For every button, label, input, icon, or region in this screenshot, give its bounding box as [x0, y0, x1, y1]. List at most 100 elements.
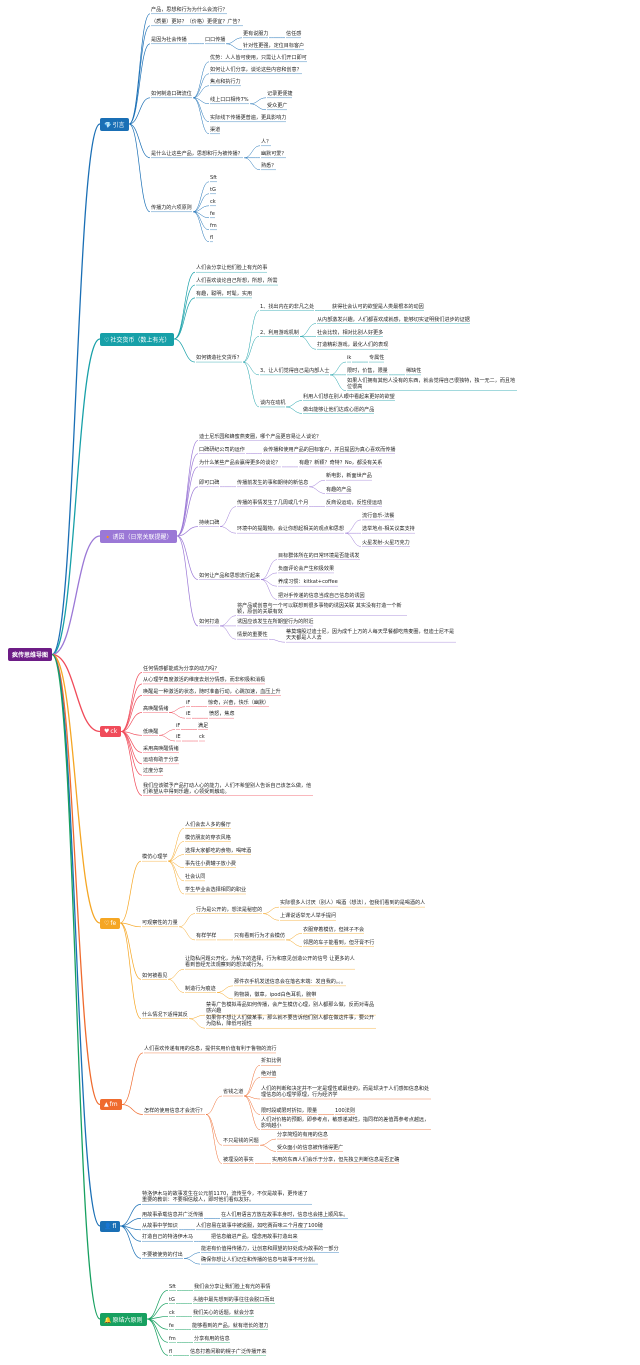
- subtopic-node[interactable]: 被埋没的事实: [223, 1156, 254, 1163]
- subtopic-node[interactable]: fe: [210, 211, 215, 217]
- subtopic-node[interactable]: 行为是公开的，想法是秘密的: [196, 906, 263, 913]
- branch-b5[interactable]: ♡fe: [100, 917, 121, 929]
- subtopic-node[interactable]: 衣服穿着模仿，但袜子不会: [303, 926, 365, 933]
- subtopic-node[interactable]: 折扣比例: [261, 1058, 282, 1065]
- subtopic-node[interactable]: iE: [176, 734, 181, 741]
- subtopic-node[interactable]: 让隐私问题公开化，为私下的选择，行为和意见创造公开的信号 让更多的人看到曾经无法…: [185, 956, 355, 969]
- subtopic-node[interactable]: 100法则: [335, 1107, 355, 1114]
- subtopic-node[interactable]: 愤怒，焦虑: [209, 711, 235, 718]
- subtopic-node[interactable]: 目标群体所在的日常环境是否能诱发: [278, 552, 360, 559]
- branch-b7[interactable]: 👤fl: [100, 1220, 121, 1232]
- subtopic-node[interactable]: 在人们用语言方放在故事本身时，信息也会搭上顺风车。: [221, 1211, 349, 1218]
- subtopic-node[interactable]: 实际线下传播更普遍，更具影响力: [210, 115, 287, 121]
- subtopic-node[interactable]: 人们会去人多的餐厅: [185, 821, 231, 828]
- topic-node[interactable]: 产品，思想和行为为什么会流行？: [151, 7, 228, 13]
- topic-node[interactable]: 如何被看见: [142, 972, 168, 979]
- subtopic-node[interactable]: 专属性: [369, 355, 385, 362]
- topic-node[interactable]: fl: [169, 1348, 173, 1355]
- subtopic-node[interactable]: 环境中的提醒物，会让你想起相关的观点和思想: [237, 526, 344, 533]
- topic-node[interactable]: 如何铸造社交货币？: [196, 355, 242, 362]
- subtopic-node[interactable]: 1、找出内在的非凡之处: [260, 303, 315, 310]
- topic-node[interactable]: 特洛伊木马的故事发生在公元前1170，流传至今，不仅是故事，更传递了重要的教训：…: [142, 1191, 308, 1204]
- subtopic-node[interactable]: 新电影，新面世产品: [326, 473, 372, 480]
- subtopic-node[interactable]: iE: [186, 711, 191, 718]
- subtopic-node[interactable]: 选择大家都吃的食物，喝啤酒: [185, 847, 252, 854]
- topic-node[interactable]: 从故事中学知识: [142, 1223, 178, 1229]
- topic-node[interactable]: 从心理学角度激活的维度去划分情感，而非积极和消极: [143, 677, 266, 684]
- topic-node[interactable]: 高唤醒情绪: [143, 705, 169, 712]
- topic-node[interactable]: 模仿心理学: [142, 854, 168, 861]
- subtopic-node[interactable]: 诱因应该发生在所期望行为的附近: [237, 619, 314, 626]
- subtopic-node[interactable]: 传播的事情发生了几周或几个月: [237, 499, 309, 506]
- subtopic-node[interactable]: 蒂莫瑞股过迪士尼，因为成千上万的人每天早餐都吃燕麦圈，但迪士尼不是天天都是人人去: [286, 629, 455, 642]
- subtopic-node[interactable]: 社会认同: [185, 874, 206, 881]
- topic-node[interactable]: 传播力的六项原则: [151, 205, 192, 211]
- subtopic-node[interactable]: 我们会分享让我们脸上有光的事情: [194, 1283, 271, 1290]
- topic-node[interactable]: 迪士尼乐园和蜂蜜燕麦圈，哪个产品更容易让人谈论？: [199, 433, 322, 440]
- subtopic-node[interactable]: 社会比较，相对比别人好更多: [317, 329, 384, 336]
- branch-b3[interactable]: 🔸诱因（日常关联提醒）: [100, 529, 177, 543]
- subtopic-node[interactable]: 线上口口相传7%: [210, 97, 249, 103]
- subtopic-node[interactable]: 稀缺性: [406, 368, 422, 375]
- topic-node[interactable]: 如何制造口碑流位: [151, 91, 192, 97]
- topic-node[interactable]: 人们喜欢传递有用的信息，提供实用价值有利于鲁物的流行: [144, 1046, 277, 1053]
- subtopic-node[interactable]: 限时，价售，限量: [347, 368, 388, 375]
- subtopic-node[interactable]: iF: [176, 722, 181, 729]
- topic-node[interactable]: 是什么让这些产品，思想和行为被传播？: [151, 151, 243, 157]
- subtopic-node[interactable]: iF: [186, 699, 191, 706]
- subtopic-node[interactable]: 反商设运动，反性侵运动: [326, 499, 383, 506]
- topic-node[interactable]: fe: [169, 1322, 174, 1329]
- topic-node[interactable]: Sft: [169, 1283, 176, 1290]
- topic-node[interactable]: 低唤醒: [143, 728, 159, 735]
- subtopic-node[interactable]: 上课说话举无人举手提问: [280, 913, 337, 920]
- subtopic-node[interactable]: 能够看到的产品，就有增长的潜力: [192, 1322, 269, 1329]
- subtopic-node[interactable]: 人们的判断和决定并不一定是理性或最佳的，而是却决于人们感知信息和处理信息的心理学…: [261, 1086, 430, 1099]
- topic-node[interactable]: 任何情感都能成为分享的动力吗？: [143, 665, 220, 672]
- subtopic-node[interactable]: Sft: [210, 175, 217, 181]
- subtopic-node[interactable]: ck: [199, 734, 205, 741]
- subtopic-node[interactable]: 信任感: [286, 31, 302, 37]
- subtopic-node[interactable]: 3、让人们觉得自己是内部人士: [260, 368, 330, 375]
- subtopic-node[interactable]: 从内部激发兴趣，人们都喜欢成就感，能够切实证明我们进步的证据: [317, 316, 470, 323]
- branch-b8[interactable]: 🔔原结六原则: [100, 1312, 147, 1326]
- branch-b6[interactable]: ▲fm: [100, 1099, 122, 1110]
- subtopic-node[interactable]: 把信息编进产品，理念用故事打造出来: [211, 1234, 298, 1241]
- subtopic-node[interactable]: tG: [210, 187, 216, 193]
- subtopic-node[interactable]: 做出能够让他们达成心愿的产品: [303, 406, 375, 413]
- subtopic-node[interactable]: 优势：人人皆可使用，只需让人们开口即可: [210, 55, 307, 61]
- topic-node[interactable]: 唤醒是一种激活的状态，随时准备行动，心跳加速，血压上升: [143, 688, 281, 695]
- subtopic-node[interactable]: 打造精彩游戏，最化人们的表现: [317, 342, 389, 349]
- topic-node[interactable]: tG: [169, 1296, 175, 1303]
- subtopic-node[interactable]: fl: [210, 235, 214, 241]
- subtopic-node[interactable]: 只有看到行为才会模仿: [234, 933, 285, 940]
- subtopic-node[interactable]: 2、利用游戏机制: [260, 329, 299, 336]
- topic-node[interactable]: 我们应该赋予产品打动人心的能力，人们不希望别人告诉自己该怎么做，他们希望从中得到…: [143, 782, 312, 795]
- topic-node[interactable]: 过度分享: [143, 768, 164, 775]
- subtopic-node[interactable]: 有趣的产品: [326, 486, 352, 493]
- topic-node[interactable]: 采用高唤醒情绪: [143, 745, 179, 752]
- subtopic-node[interactable]: 更有说服力: [243, 31, 269, 37]
- subtopic-node[interactable]: 邻居的车子能看到，但牙膏不行: [303, 939, 375, 946]
- subtopic-node[interactable]: 能进有价值得传播力，让创意和顾望的好处成为故事的一部分: [201, 1245, 339, 1252]
- topic-node[interactable]: 运动有助于分享: [143, 757, 179, 764]
- topic-node[interactable]: 怎样的使用信息才会流行？: [144, 1107, 206, 1114]
- subtopic-node[interactable]: 分享简短的有用的信息: [277, 1132, 328, 1139]
- subtopic-node[interactable]: ck: [210, 199, 216, 205]
- topic-node[interactable]: 用故事承载信息并广泛传播: [142, 1211, 204, 1218]
- subtopic-node[interactable]: 分享有用的信息: [194, 1335, 230, 1342]
- root-node[interactable]: 疯传思维导图: [8, 648, 53, 661]
- subtopic-node[interactable]: 有样学样: [196, 933, 217, 940]
- topic-node[interactable]: fm: [169, 1335, 176, 1342]
- subtopic-node[interactable]: 模仿朋友的穿衣风格: [185, 834, 231, 841]
- subtopic-node[interactable]: 流行音乐-法餐: [362, 513, 395, 520]
- subtopic-node[interactable]: 渠道: [210, 127, 221, 133]
- branch-b2[interactable]: ♡社交货币（数上有光）: [100, 332, 175, 346]
- subtopic-node[interactable]: 省钱之道: [223, 1089, 244, 1096]
- topic-node[interactable]: 人们会分享让他们脸上有光的事: [196, 265, 268, 272]
- topic-node[interactable]: 为什么某些产品会赢得更多的谈论？: [199, 460, 281, 467]
- topic-node[interactable]: 不要被使劳的付出: [142, 1251, 183, 1258]
- subtopic-node[interactable]: 购物袋，徽章，ipod白色耳机，腕带: [234, 992, 317, 999]
- subtopic-node[interactable]: 惊奇，兴奋，快乐（幽默）: [208, 699, 270, 706]
- topic-node[interactable]: ck: [169, 1309, 175, 1316]
- topic-node[interactable]: 持续口碑: [199, 519, 220, 526]
